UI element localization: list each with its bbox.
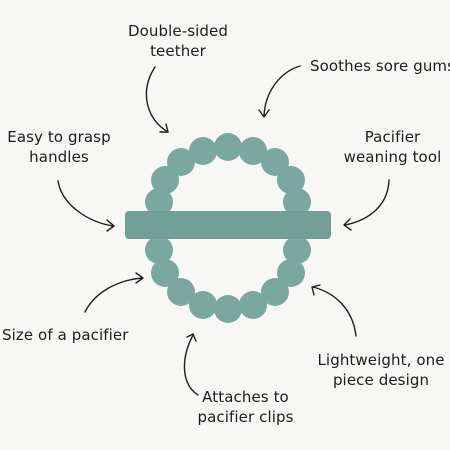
callout-lightweight-line2: piece design xyxy=(332,371,430,389)
arrow-soothes xyxy=(263,65,301,117)
callout-pacifier-weaning-line2: weaning tool xyxy=(343,148,442,166)
callout-pacifier-weaning: Pacifier weaning tool xyxy=(335,127,450,167)
arrowhead-attaches xyxy=(186,333,197,342)
callout-easy-grasp-line1: Easy to grasp xyxy=(7,128,111,146)
teether-ring xyxy=(145,133,311,323)
callout-attaches-line1: Attaches to xyxy=(202,388,289,406)
callout-lightweight-line1: Lightweight, one xyxy=(317,351,445,369)
arrow-lightweight xyxy=(312,286,357,337)
callout-attaches-line2: pacifier clips xyxy=(197,408,294,426)
arrowhead-lightweight xyxy=(311,284,321,296)
arrow-attaches xyxy=(183,334,199,396)
callout-lightweight: Lightweight, one piece design xyxy=(312,350,450,390)
callout-size-pacifier: Size of a pacifier xyxy=(2,326,129,344)
arrowhead-double-sided xyxy=(159,123,169,133)
arrow-double-sided xyxy=(145,66,169,133)
callout-soothes: Soothes sore gums xyxy=(310,57,450,75)
arrow-size-pacifier xyxy=(84,277,143,313)
arrow-easy-grasp xyxy=(57,180,114,227)
callout-double-sided-line2: teether xyxy=(150,42,206,60)
arrowhead-size-pacifier xyxy=(135,272,144,284)
arrowhead-easy-grasp xyxy=(106,219,115,232)
teether-handle-bar xyxy=(125,211,331,239)
arrow-pacifier-weaning xyxy=(344,179,390,226)
callout-pacifier-weaning-line1: Pacifier xyxy=(364,128,421,146)
callout-arrows xyxy=(57,65,390,396)
arrowhead-soothes xyxy=(258,109,270,118)
callout-attaches: Attaches to pacifier clips xyxy=(188,387,303,427)
arrowhead-pacifier-weaning xyxy=(343,218,352,231)
callout-easy-grasp-line2: handles xyxy=(29,148,89,166)
callout-double-sided: Double-sided teether xyxy=(108,21,248,61)
callout-easy-grasp: Easy to grasp handles xyxy=(0,127,118,167)
callout-double-sided-line1: Double-sided xyxy=(127,22,229,40)
